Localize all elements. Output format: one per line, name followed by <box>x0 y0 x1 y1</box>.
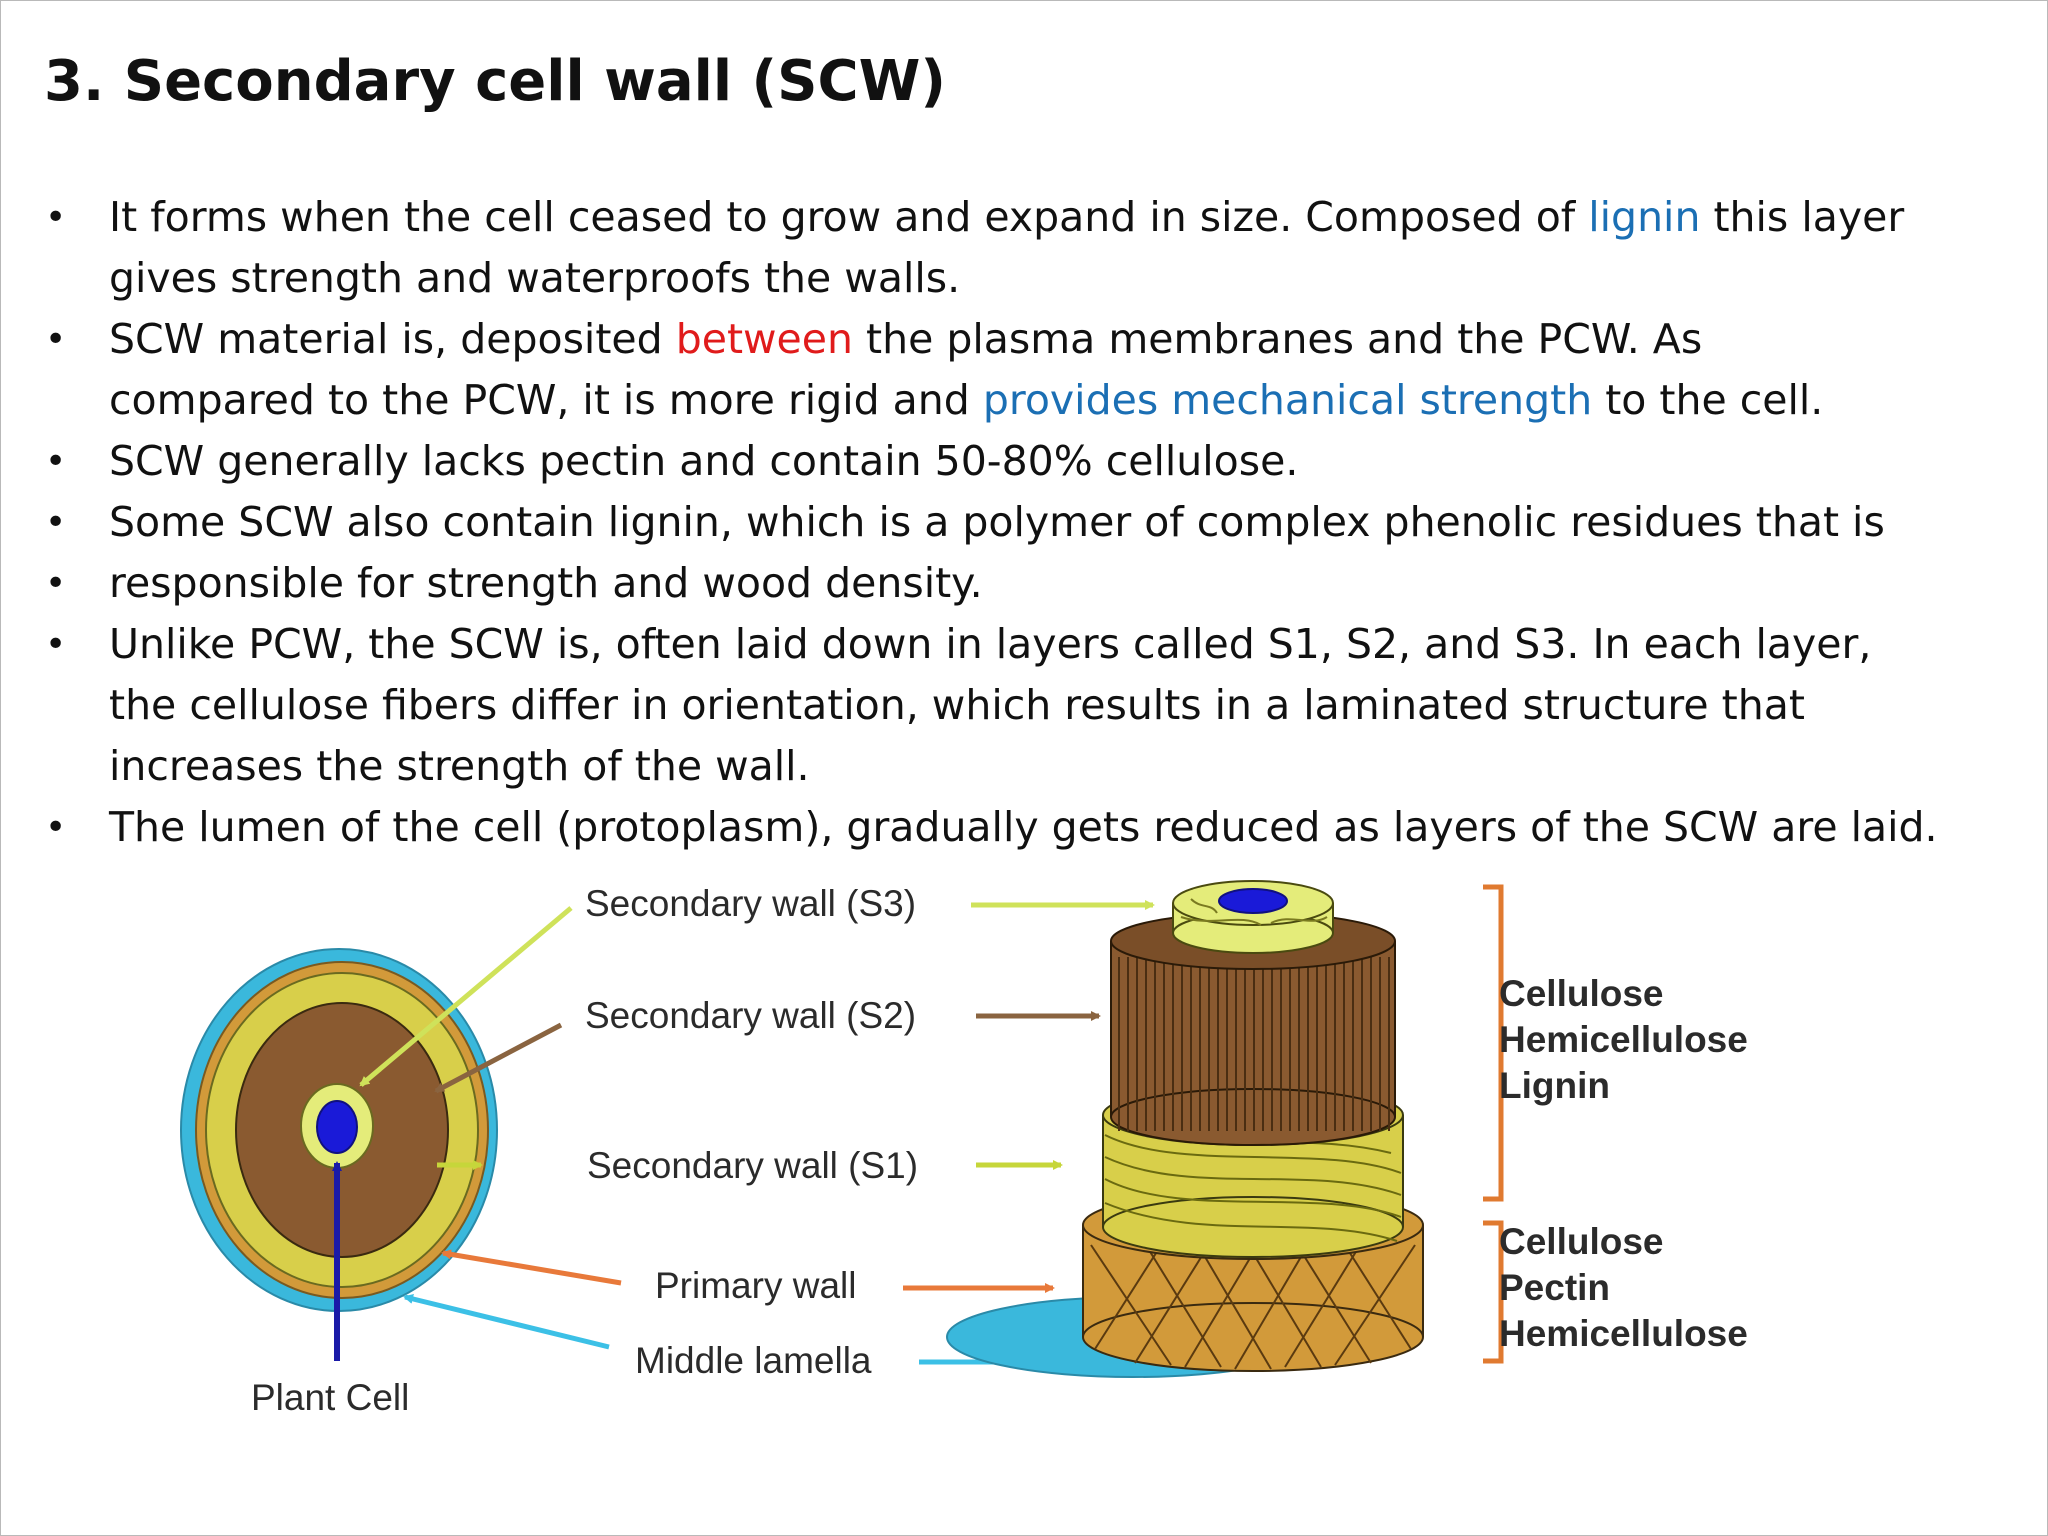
highlighted-term: provides mechanical strength <box>982 376 1593 424</box>
bullet-line: It forms when the cell ceased to grow an… <box>109 187 2031 248</box>
bullet-line: compared to the PCW, it is more rigid an… <box>109 370 2031 431</box>
bullet-line: Unlike PCW, the SCW is, often laid down … <box>109 614 2031 675</box>
bullet-text: Unlike PCW, the SCW is, often laid down … <box>109 620 1872 668</box>
bullet-text: gives strength and waterproofs the walls… <box>109 254 961 302</box>
primary-component: Pectin <box>1499 1267 1611 1308</box>
layered-cylinder <box>946 880 1424 1378</box>
bullet-text: responsible for strength and wood densit… <box>109 559 983 607</box>
primary-component: Cellulose <box>1499 1221 1664 1262</box>
secondary-component: Hemicellulose <box>1499 1019 1748 1060</box>
slide-title: 3. Secondary cell wall (SCW) <box>44 49 946 114</box>
bullet-item: It forms when the cell ceased to grow an… <box>41 187 2031 309</box>
cell-wall-figure: Secondary wall (S3) Secondary wall (S2) … <box>161 873 1841 1433</box>
bullet-line: the cellulose fibers differ in orientati… <box>109 675 2031 736</box>
bullet-text: the cellulose fibers differ in orientati… <box>109 681 1805 729</box>
bullet-text: increases the strength of the wall. <box>109 742 810 790</box>
primary-component: Hemicellulose <box>1499 1313 1748 1354</box>
bullet-text: compared to the PCW, it is more rigid an… <box>109 376 983 424</box>
bullet-text: the plasma membranes and the PCW. As <box>852 315 1703 363</box>
bullet-text: this layer <box>1700 193 1905 241</box>
bullet-list: It forms when the cell ceased to grow an… <box>41 187 2031 858</box>
label-plant-cell: Plant Cell <box>251 1377 410 1418</box>
bullet-text: SCW generally lacks pectin and contain 5… <box>109 437 1299 485</box>
highlighted-term: lignin <box>1588 193 1701 241</box>
bullet-text: The lumen of the cell (protoplasm), grad… <box>109 803 1938 851</box>
cylinder-lumen <box>1218 888 1288 914</box>
bullet-text: It forms when the cell ceased to grow an… <box>109 193 1589 241</box>
bullet-line: Some SCW also contain lignin, which is a… <box>109 492 2031 553</box>
secondary-wall-composition: Cellulose Hemicellulose Lignin <box>1499 971 1748 1109</box>
cell-wall-diagram <box>180 880 1504 1378</box>
bullet-line: The lumen of the cell (protoplasm), grad… <box>109 797 2031 858</box>
bullet-text: to the cell. <box>1592 376 1824 424</box>
composition-brackets <box>1483 884 1504 1364</box>
secondary-component: Lignin <box>1499 1065 1610 1106</box>
bullet-line: increases the strength of the wall. <box>109 736 2031 797</box>
bullet-line: gives strength and waterproofs the walls… <box>109 248 2031 309</box>
bullet-item: responsible for strength and wood densit… <box>41 553 2031 614</box>
bullet-item: Some SCW also contain lignin, which is a… <box>41 492 2031 553</box>
bullet-item: SCW generally lacks pectin and contain 5… <box>41 431 2031 492</box>
bullet-line: SCW generally lacks pectin and contain 5… <box>109 431 2031 492</box>
lumen <box>316 1100 358 1154</box>
bullet-item: Unlike PCW, the SCW is, often laid down … <box>41 614 2031 797</box>
label-primary-wall: Primary wall <box>655 1265 857 1306</box>
bullet-item: SCW material is, deposited between the p… <box>41 309 2031 431</box>
bullet-text: Some SCW also contain lignin, which is a… <box>109 498 1885 546</box>
label-secondary-wall-s1: Secondary wall (S1) <box>587 1145 919 1186</box>
bullet-text: SCW material is, deposited <box>109 315 676 363</box>
bullet-line: SCW material is, deposited between the p… <box>109 309 2031 370</box>
label-secondary-wall-s2: Secondary wall (S2) <box>585 995 917 1036</box>
s3-layer <box>1172 880 1334 954</box>
primary-wall-composition: Cellulose Pectin Hemicellulose <box>1499 1219 1748 1357</box>
highlighted-term: between <box>675 315 853 363</box>
label-secondary-wall-s3: Secondary wall (S3) <box>585 883 917 924</box>
secondary-component: Cellulose <box>1499 973 1664 1014</box>
bullet-line: responsible for strength and wood densit… <box>109 553 2031 614</box>
left-arrows <box>359 906 622 1350</box>
bullet-item: The lumen of the cell (protoplasm), grad… <box>41 797 2031 858</box>
label-middle-lamella: Middle lamella <box>635 1340 872 1381</box>
